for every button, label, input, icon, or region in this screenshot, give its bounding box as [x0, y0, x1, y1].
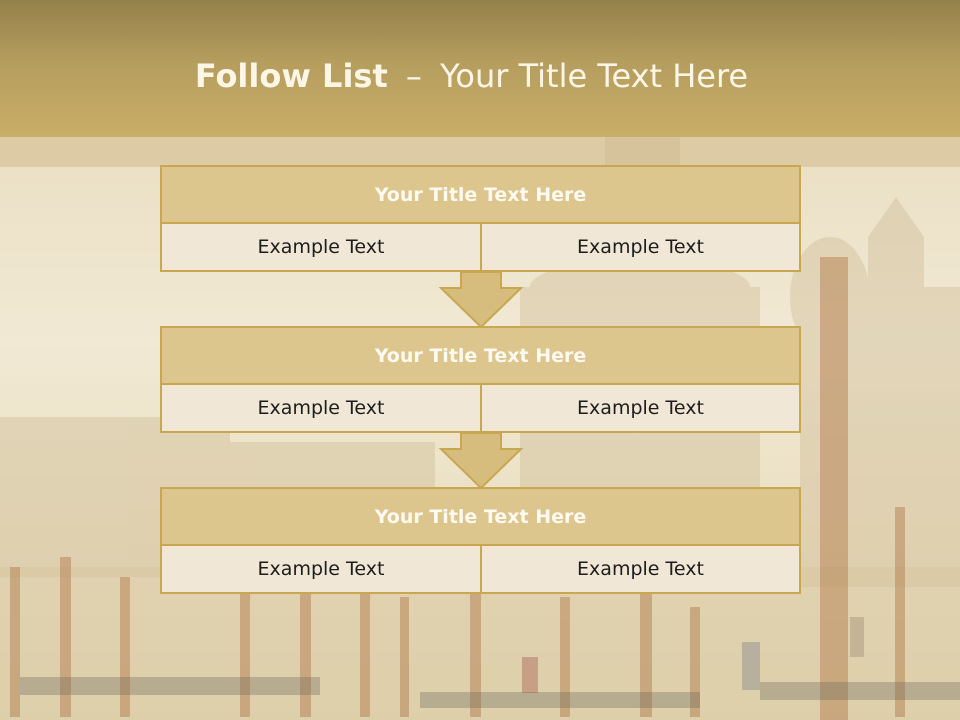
background-strip	[0, 137, 960, 167]
flow-block: Your Title Text Here Example Text Exampl…	[160, 165, 801, 272]
block-title: Your Title Text Here	[160, 326, 801, 385]
slide-title-bold: Follow List	[194, 57, 388, 95]
down-arrow-icon	[438, 432, 524, 490]
block-right-cell: Example Text	[480, 222, 801, 272]
block-left-cell: Example Text	[160, 544, 482, 594]
block-left-cell: Example Text	[160, 222, 482, 272]
header-band	[0, 0, 960, 137]
slide-title-rest: Your Title Text Here	[440, 57, 749, 95]
flow-block: Your Title Text Here Example Text Exampl…	[160, 326, 801, 433]
block-right-cell: Example Text	[480, 383, 801, 433]
block-right-cell: Example Text	[480, 544, 801, 594]
block-title: Your Title Text Here	[160, 165, 801, 224]
slide-title-dash: –	[405, 57, 422, 95]
slide-title: Follow List – Your Title Text Here	[0, 56, 943, 96]
flow-block: Your Title Text Here Example Text Exampl…	[160, 487, 801, 594]
block-left-cell: Example Text	[160, 383, 482, 433]
down-arrow-icon	[438, 271, 524, 329]
block-title: Your Title Text Here	[160, 487, 801, 546]
